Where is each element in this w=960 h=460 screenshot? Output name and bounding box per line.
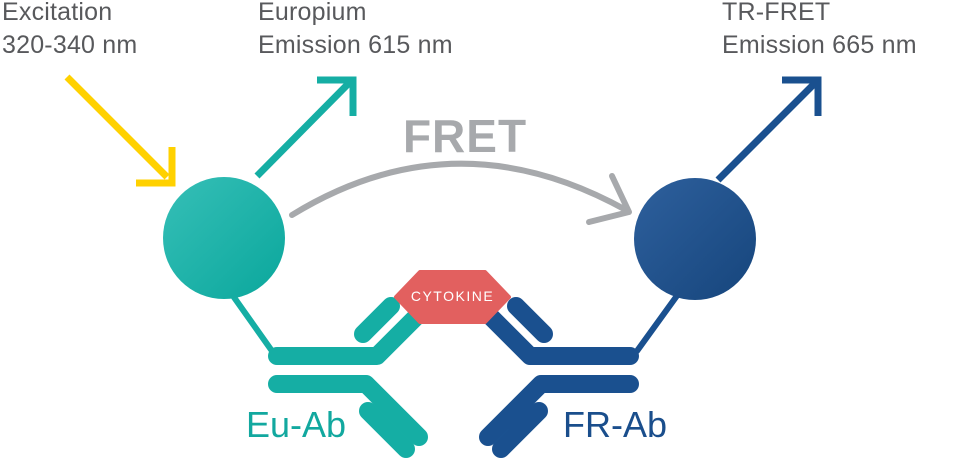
fret-label: FRET — [402, 110, 528, 162]
eu-ab-label: Eu-Ab — [246, 404, 347, 445]
eu-antibody-icon — [268, 297, 428, 458]
cytokine-hexagon — [394, 270, 511, 324]
excitation-arrow-icon — [64, 74, 176, 187]
fr-antibody-icon — [479, 297, 639, 458]
europium-emission-label: Europium Emission 615 nm — [258, 0, 453, 62]
excitation-label: Excitation 320-340 nm — [2, 0, 137, 62]
tr-fret-label-line2: Emission 665 nm — [722, 31, 917, 59]
tr-fret-emission-arrow-icon — [715, 76, 822, 183]
europium-label-line1: Europium — [258, 0, 367, 26]
tr-fret-emission-label: TR-FRET Emission 665 nm — [722, 0, 917, 62]
cytokine-badge-label: CYTOKINE — [410, 288, 495, 304]
fret-arc-arrow-icon — [289, 160, 632, 225]
tr-fret-label-line1: TR-FRET — [722, 0, 831, 26]
europium-donor-bead — [163, 177, 285, 299]
europium-emission-arrow-icon — [254, 76, 357, 179]
fr-acceptor-bead — [634, 178, 756, 300]
excitation-label-line2: 320-340 nm — [2, 31, 138, 59]
europium-label-line2: Emission 615 nm — [258, 31, 453, 59]
excitation-label-line1: Excitation — [2, 0, 113, 26]
fr-ab-label: FR-Ab — [563, 404, 668, 445]
